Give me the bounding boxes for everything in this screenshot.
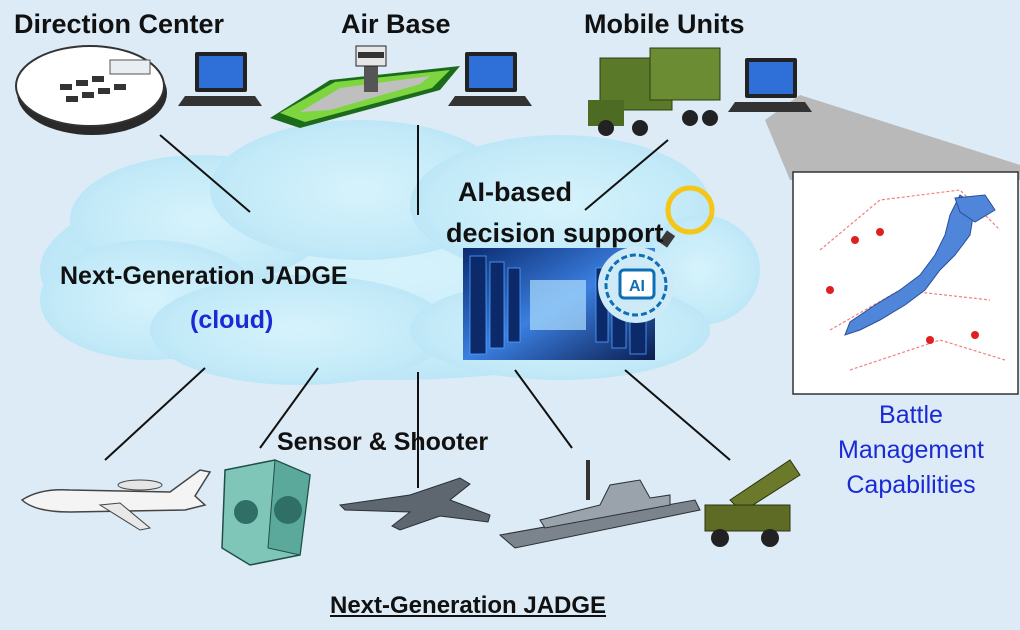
- missile-launcher-icon: [704, 459, 801, 547]
- destroyer-ship-icon: [498, 460, 701, 549]
- fighter-jet-icon: [338, 477, 491, 531]
- light-bulb-icon: [658, 185, 715, 248]
- figure-caption: Next-Generation JADGE: [330, 592, 607, 619]
- projection-wedge: [765, 95, 1020, 180]
- awacs-aircraft-icon: [20, 469, 212, 531]
- mobile-units-label: Mobile Units: [584, 9, 745, 39]
- cloud-subtitle: (cloud): [190, 306, 274, 334]
- battle-management-line1: Battle: [879, 401, 943, 429]
- laptop-icon: [178, 52, 262, 106]
- sensor-shooter-label: Sensor & Shooter: [277, 428, 489, 456]
- air-base-icon: [270, 45, 460, 128]
- radar-module-icon: [221, 459, 311, 566]
- direction-center-label: Direction Center: [14, 9, 225, 39]
- ai-label-line1: AI-based: [458, 177, 573, 207]
- battle-management-line2: Management: [838, 436, 984, 464]
- cloud-title: Next-Generation JADGE: [60, 262, 348, 290]
- battle-management-line3: Capabilities: [846, 471, 976, 499]
- svg-text:AI: AI: [629, 278, 645, 295]
- battle-management-label: Battle Management Capabilities: [806, 398, 1016, 503]
- ai-chip-icon: AI: [598, 247, 674, 323]
- air-base-label: Air Base: [341, 9, 451, 39]
- connector-lines: [104, 125, 731, 488]
- direction-center-icon: [15, 45, 167, 135]
- battle-management-map: [792, 171, 1019, 395]
- laptop-icon: [448, 52, 532, 106]
- ai-label-line2: decision support: [446, 218, 664, 248]
- laptop-icon: [728, 58, 812, 112]
- mobile-units-icon: [588, 47, 721, 136]
